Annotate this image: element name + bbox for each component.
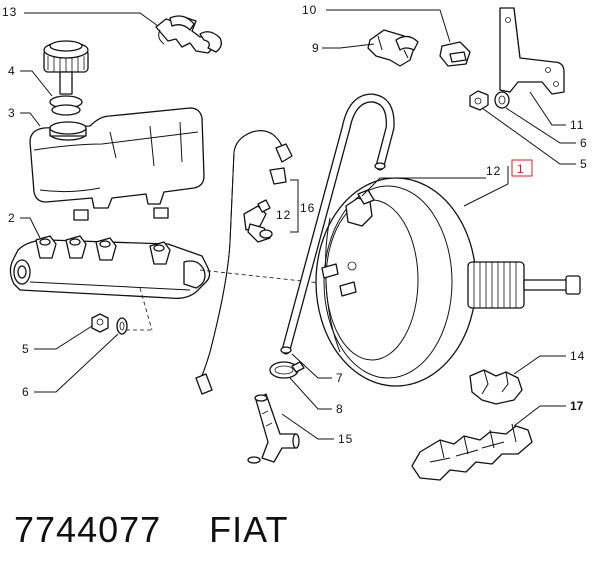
part-5-nut-right <box>469 90 489 111</box>
leader-11 <box>529 91 566 126</box>
label-11: 11 <box>570 118 584 132</box>
part-13-clip <box>155 15 222 54</box>
bracket-16 <box>290 179 299 233</box>
leader-1 <box>463 166 509 207</box>
leader-5-left <box>34 325 93 350</box>
label-6-left: 6 <box>22 385 30 399</box>
part-8-hose-clamp <box>269 361 305 379</box>
label-7: 7 <box>336 371 344 385</box>
label-8: 8 <box>336 402 344 416</box>
leader-17 <box>513 405 566 427</box>
part-10-clip <box>439 41 471 67</box>
brand-name: FIAT <box>209 509 289 550</box>
part-6-washer-left <box>116 317 128 335</box>
leader-2 <box>20 217 41 239</box>
label-16: 16 <box>300 201 315 215</box>
part-16-vacuum-hose <box>195 130 293 395</box>
leader-5-right <box>481 107 576 165</box>
leader-14 <box>513 355 566 375</box>
leader-12-booster <box>361 177 486 197</box>
label-4: 4 <box>8 64 16 78</box>
part-17-multi-clip <box>411 423 533 481</box>
part-12-check-valve-left <box>243 199 273 243</box>
label-3: 3 <box>8 106 16 120</box>
part-number: 7744077 <box>14 509 162 550</box>
leader-6-right <box>505 107 576 144</box>
part-14-clip <box>469 369 523 405</box>
label-1: 1 <box>517 162 525 176</box>
leader-9 <box>322 43 375 49</box>
leader-10 <box>326 9 451 43</box>
label-5-right: 5 <box>580 157 588 171</box>
footer: 7744077 FIAT <box>14 505 288 555</box>
label-2: 2 <box>8 211 16 225</box>
part-15-t-connector <box>247 393 300 464</box>
label-17: 17 <box>570 399 584 413</box>
label-10: 10 <box>302 3 317 17</box>
leader-13 <box>24 12 159 27</box>
part-9-clip <box>367 29 419 67</box>
part-2-master-cylinder <box>9 235 211 300</box>
part-7-j-pipe <box>280 93 395 355</box>
label-6-right: 6 <box>580 136 588 150</box>
label-12-left: 12 <box>276 208 291 222</box>
part-4-cap <box>43 40 89 116</box>
part-3-reservoir <box>29 107 205 221</box>
part-11-bracket <box>499 7 565 95</box>
part-5-nut-left <box>91 313 109 333</box>
label-14: 14 <box>570 349 585 363</box>
label-12-booster: 12 <box>486 164 501 178</box>
part-1-brake-booster <box>315 177 581 387</box>
leader-3 <box>20 112 41 127</box>
label-15: 15 <box>338 432 353 446</box>
label-5-left: 5 <box>22 342 30 356</box>
leader-4 <box>20 70 53 97</box>
label-1-highlight: 1 <box>511 159 533 177</box>
leader-8 <box>289 377 332 410</box>
leader-6-left <box>34 333 119 393</box>
label-13: 13 <box>2 5 17 19</box>
leader-15 <box>281 413 334 440</box>
dash-guide-cyl-washers <box>139 287 153 331</box>
label-9: 9 <box>312 41 320 55</box>
part-6-washer-right <box>494 91 510 109</box>
